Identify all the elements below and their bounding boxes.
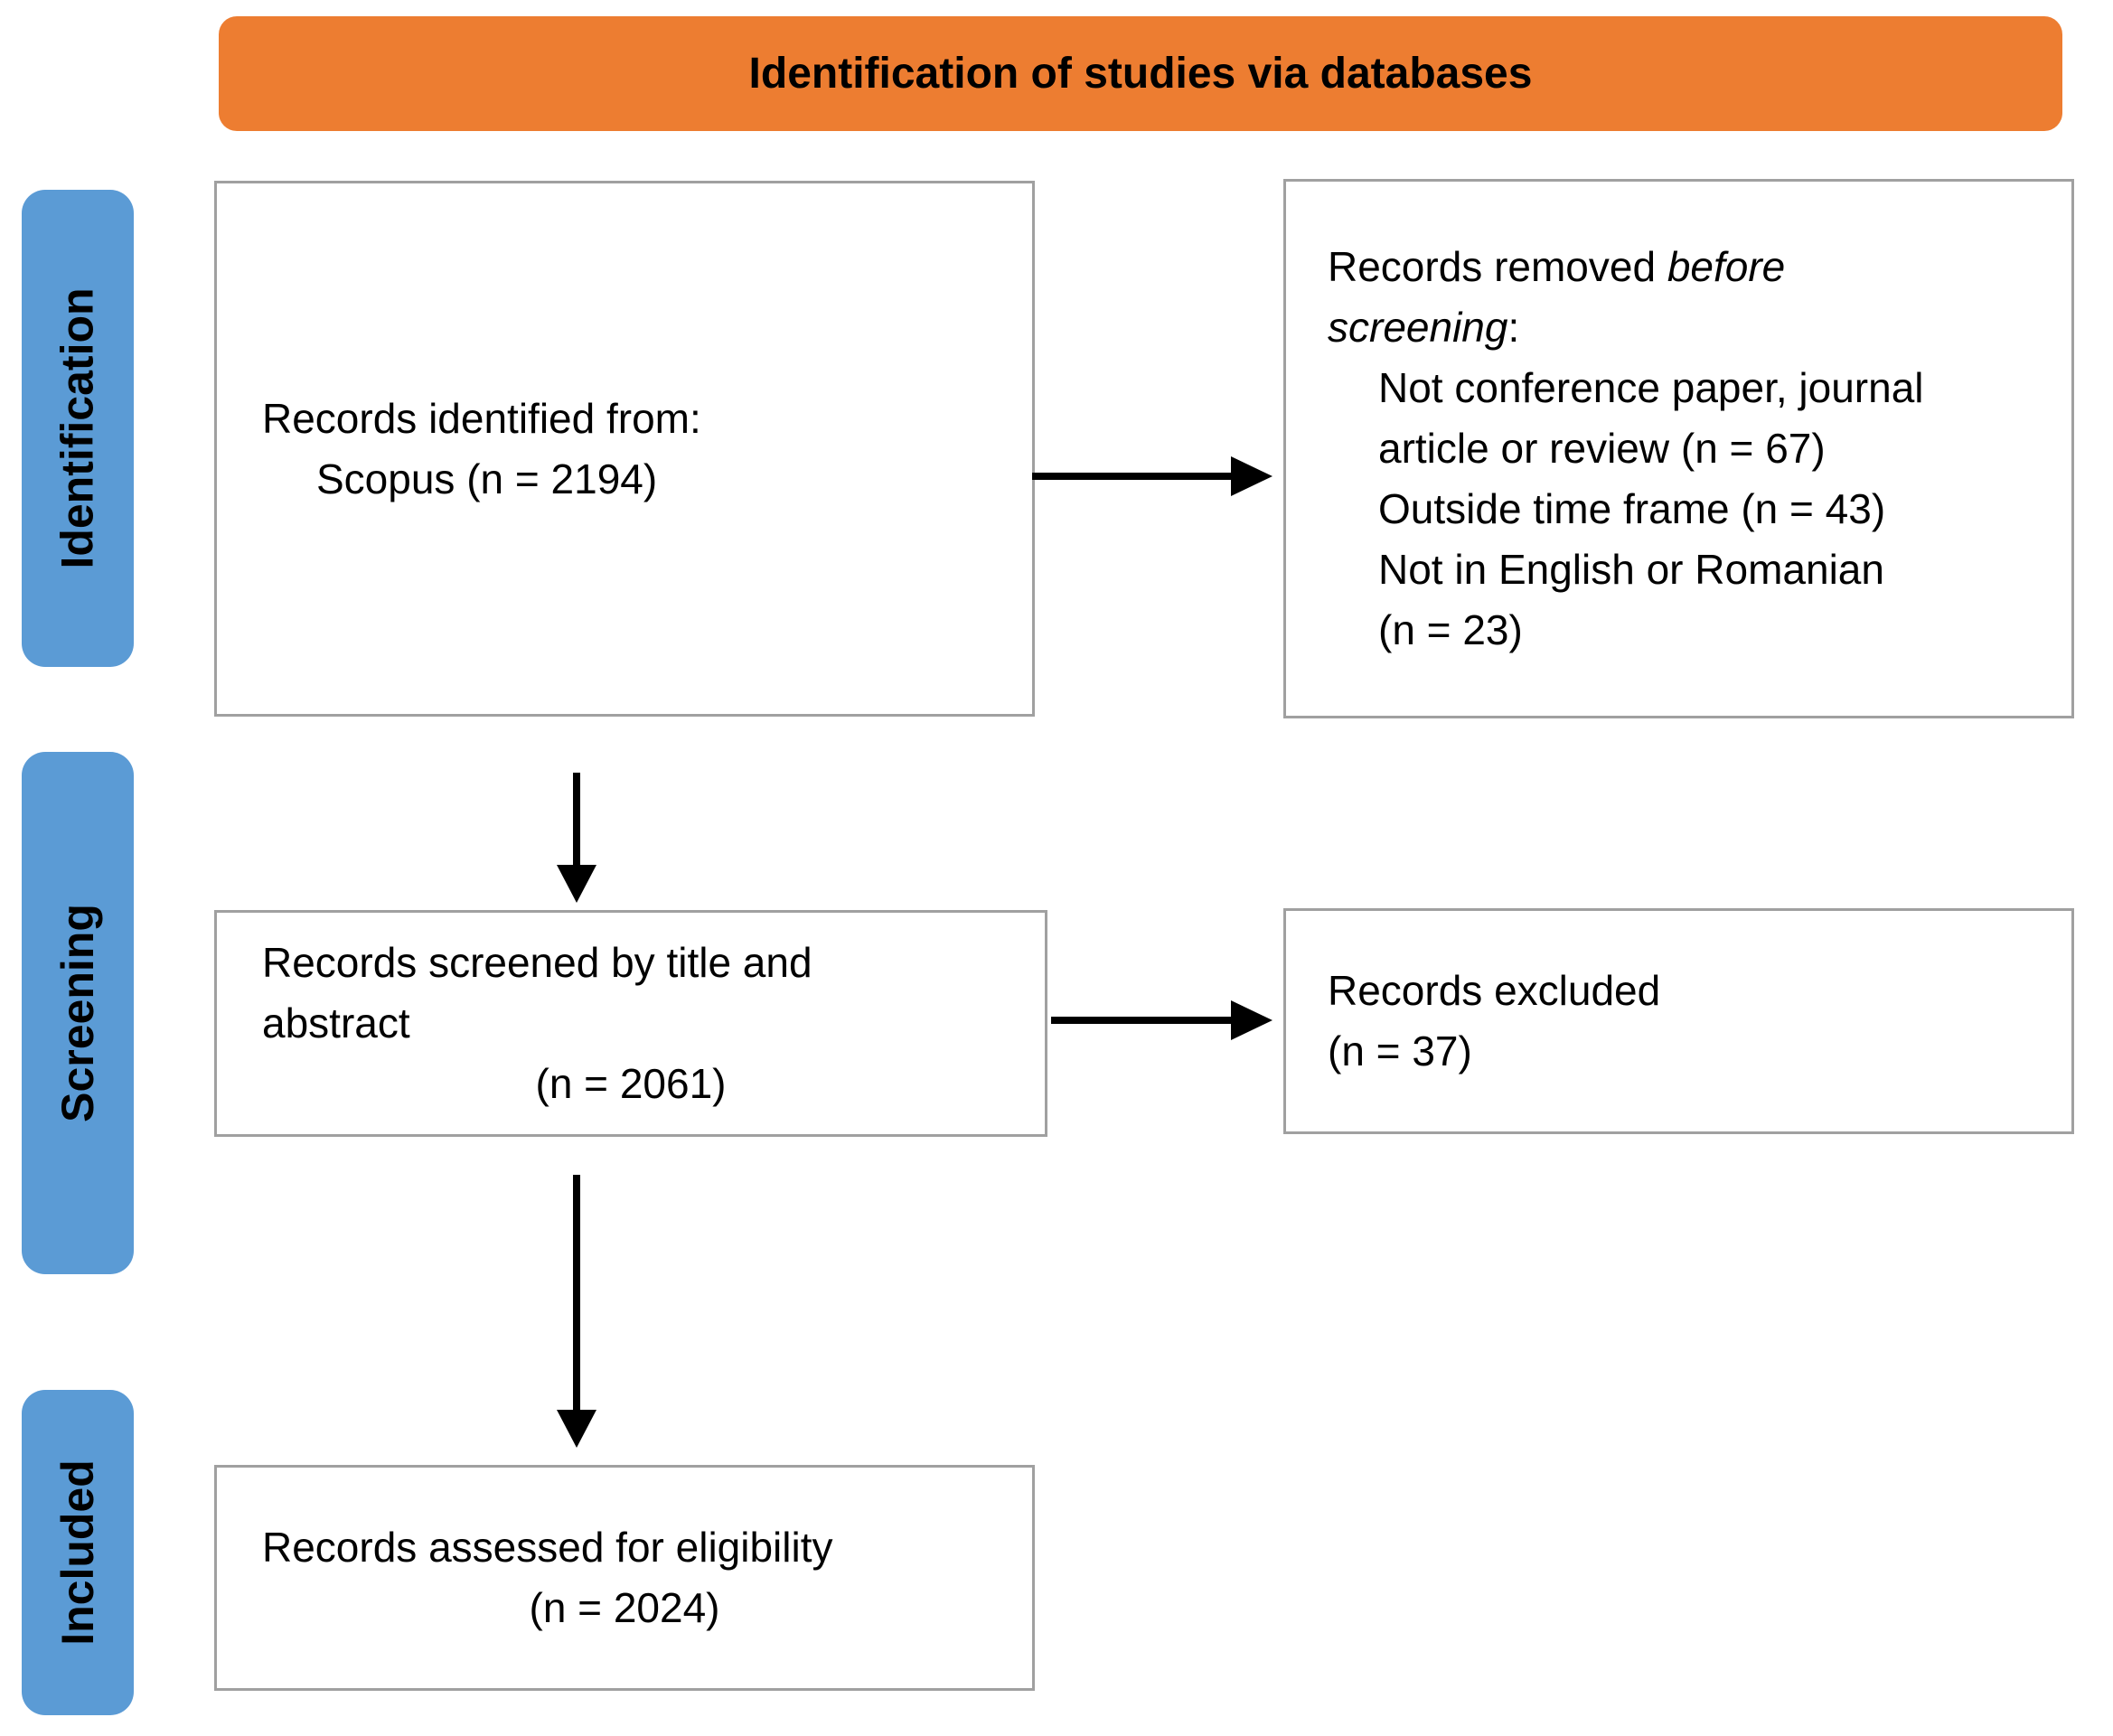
stage-label-screening: Screening — [22, 752, 134, 1274]
records-removed-reason-line: Not in English or Romanian — [1378, 546, 1884, 593]
records-removed-reason-line: article or review (n = 67) — [1378, 425, 1826, 472]
records-removed-heading-line2: screening: — [1286, 297, 2071, 358]
arrow-head-right-icon — [1231, 456, 1272, 496]
box-records-excluded: Records excluded (n = 37) — [1283, 908, 2074, 1134]
banner-title: Identification of studies via databases — [748, 50, 1533, 98]
arrow-line — [1051, 1017, 1234, 1024]
records-removed-reason-line: Not conference paper, journal — [1378, 364, 1924, 411]
arrow-line — [1032, 473, 1233, 480]
stage-label-identification-text: Identification — [52, 287, 104, 569]
records-removed-heading-line1: Records removed before — [1286, 237, 2071, 297]
records-identified-line1: Records identified from: — [262, 394, 701, 442]
arrow-head-down-icon — [557, 865, 596, 903]
records-removed-heading-colon: : — [1507, 304, 1520, 351]
records-assessed-line1: Records assessed for eligibility — [262, 1524, 833, 1571]
records-removed-heading-italic1: before — [1667, 243, 1786, 290]
records-removed-reason-line: (n = 23) — [1378, 606, 1523, 653]
stage-label-identification: Identification — [22, 190, 134, 667]
records-screened-count: (n = 2061) — [535, 1060, 727, 1107]
records-excluded-count: (n = 37) — [1328, 1028, 1472, 1074]
stage-label-screening-text: Screening — [52, 904, 103, 1122]
records-identified-line2: Scopus (n = 2194) — [316, 455, 658, 502]
banner: Identification of studies via databases — [219, 16, 2062, 131]
arrow-line — [573, 773, 580, 867]
arrow-head-down-icon — [557, 1410, 596, 1448]
arrow-line — [573, 1175, 580, 1412]
records-screened-line2: abstract — [262, 999, 410, 1046]
arrow-head-right-icon — [1231, 1000, 1272, 1040]
stage-label-included-text: Included — [52, 1459, 104, 1646]
box-records-assessed: Records assessed for eligibility (n = 20… — [214, 1465, 1035, 1691]
box-records-screened: Records screened by title and abstract (… — [214, 910, 1047, 1137]
box-records-identified: Records identified from: Scopus (n = 219… — [214, 181, 1035, 717]
records-removed-reason-line: Outside time frame (n = 43) — [1378, 485, 1886, 532]
records-removed-heading-italic2: screening — [1328, 304, 1508, 351]
box-records-removed: Records removed before screening: Not co… — [1283, 179, 2074, 718]
records-removed-heading-normal: Records removed — [1328, 243, 1667, 290]
stage-label-included: Included — [22, 1390, 134, 1715]
records-assessed-count: (n = 2024) — [529, 1584, 720, 1631]
records-screened-line1: Records screened by title and — [262, 939, 812, 986]
records-excluded-line1: Records excluded — [1328, 967, 1661, 1014]
